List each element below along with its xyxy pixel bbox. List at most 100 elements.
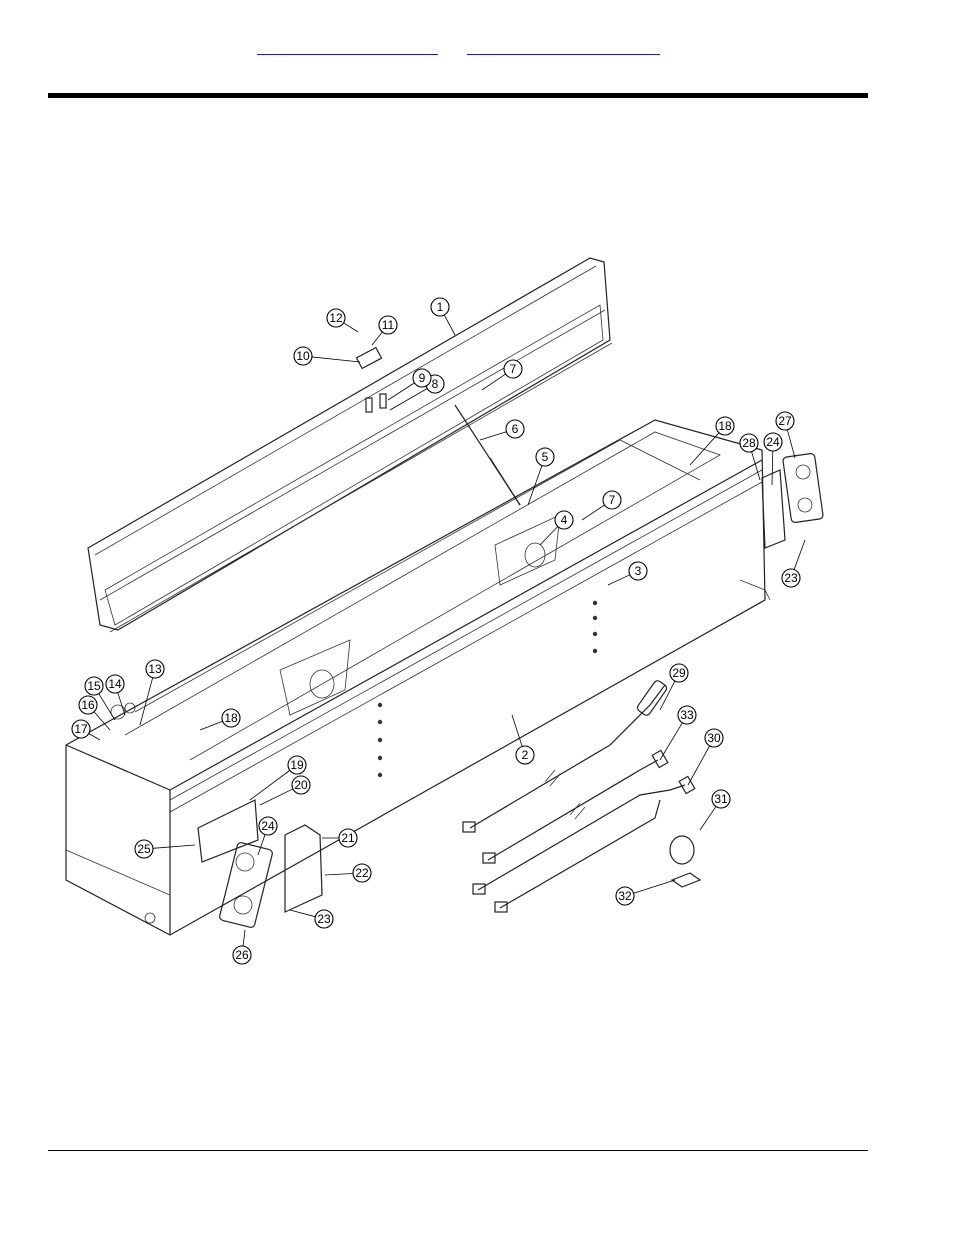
callout-label: 27 <box>778 414 792 428</box>
callout-leader <box>793 539 806 570</box>
callout-leader <box>633 879 676 894</box>
callout-label: 8 <box>432 377 439 391</box>
callout-leader <box>687 745 710 786</box>
callout-leader <box>539 526 559 546</box>
callout-label: 7 <box>609 493 616 507</box>
callout-leader <box>527 465 543 506</box>
lid <box>87 257 613 633</box>
callout-label: 19 <box>290 758 304 772</box>
callout-leader <box>389 388 428 411</box>
callout-leader <box>699 806 717 831</box>
callout-label: 13 <box>148 662 162 676</box>
callout-c32: 32 <box>615 879 676 906</box>
box-body <box>65 419 771 936</box>
callout-leader <box>511 714 523 747</box>
callout-c25: 25 <box>134 839 196 859</box>
callout-label: 7 <box>510 362 517 376</box>
callout-c20: 20 <box>259 775 311 806</box>
callout-c21: 21 <box>322 828 358 848</box>
callout-c6: 6 <box>479 419 525 441</box>
callout-label: 17 <box>74 722 88 736</box>
callout-leader <box>481 373 506 391</box>
callout-label: 10 <box>296 349 310 363</box>
callout-leader <box>88 733 101 741</box>
callout-label: 24 <box>766 435 780 449</box>
footer-rule <box>48 1150 868 1151</box>
callout-c17: 17 <box>71 719 101 741</box>
callout-c24b: 24 <box>257 816 278 856</box>
callout-label: 16 <box>81 698 95 712</box>
callout-leader <box>607 574 631 586</box>
callout-leader <box>199 720 223 731</box>
callout-label: 5 <box>542 450 549 464</box>
callout-leader <box>289 909 316 918</box>
callout-label: 14 <box>108 677 122 691</box>
header-rule <box>48 93 868 98</box>
callout-c19: 19 <box>249 755 307 801</box>
callout-c31: 31 <box>699 789 731 831</box>
callout-leader <box>257 834 266 856</box>
callout-leader <box>324 873 354 876</box>
callout-leader <box>479 431 507 441</box>
callout-c14: 14 <box>105 674 126 716</box>
callout-leader <box>249 770 291 801</box>
callouts: 1234567789101112131415161718181920212223… <box>71 297 806 965</box>
callout-c10: 10 <box>293 346 361 366</box>
callout-label: 1 <box>437 300 444 314</box>
callout-label: 9 <box>419 371 426 385</box>
callout-c4: 4 <box>539 510 574 546</box>
callout-label: 15 <box>87 679 101 693</box>
left-light-assembly <box>197 799 323 928</box>
callout-label: 32 <box>618 889 632 903</box>
callout-leader <box>117 692 126 716</box>
callout-label: 18 <box>718 419 732 433</box>
callout-c18a: 18 <box>689 416 735 466</box>
callout-label: 26 <box>235 948 249 962</box>
callout-c2: 2 <box>511 714 535 765</box>
callout-c15: 15 <box>84 676 116 721</box>
callout-label: 2 <box>522 748 529 762</box>
callout-c7a: 7 <box>481 359 523 391</box>
callout-leader <box>343 322 359 333</box>
callout-leader <box>98 693 116 721</box>
callout-leader <box>689 432 720 466</box>
callout-c23a: 23 <box>781 539 806 588</box>
callout-c16: 16 <box>78 695 111 731</box>
callout-leader <box>139 677 154 726</box>
latch <box>110 346 387 720</box>
callout-label: 30 <box>707 731 721 745</box>
callout-label: 31 <box>714 792 728 806</box>
callout-c1: 1 <box>430 297 456 336</box>
callout-label: 12 <box>329 311 343 325</box>
callout-leader <box>581 504 605 521</box>
callout-c5: 5 <box>527 447 555 506</box>
callout-leader <box>751 451 761 481</box>
header-link-2[interactable] <box>467 40 660 55</box>
callout-leader <box>311 356 361 363</box>
callout-label: 22 <box>355 866 369 880</box>
callout-c29: 29 <box>659 663 689 711</box>
gas-strut <box>454 404 521 506</box>
callout-leader <box>93 711 111 731</box>
callout-c3: 3 <box>607 561 648 586</box>
header-link-1[interactable] <box>257 40 438 55</box>
callout-leader <box>771 450 774 486</box>
callout-c18b: 18 <box>199 708 241 731</box>
callout-label: 25 <box>137 842 151 856</box>
callout-label: 18 <box>224 711 238 725</box>
callout-leader <box>659 680 676 711</box>
callout-label: 20 <box>294 778 308 792</box>
callout-leader <box>371 331 383 346</box>
callout-leader <box>659 722 683 761</box>
callout-label: 4 <box>561 513 568 527</box>
right-light-assembly <box>761 453 824 549</box>
callout-c23b: 23 <box>289 909 334 929</box>
callout-c22: 22 <box>324 863 372 883</box>
callout-c9: 9 <box>387 368 432 401</box>
callout-label: 29 <box>672 666 686 680</box>
callout-c11: 11 <box>371 315 398 346</box>
callout-c24a: 24 <box>763 432 783 486</box>
callout-label: 24 <box>261 819 275 833</box>
callout-c28: 28 <box>739 433 761 481</box>
